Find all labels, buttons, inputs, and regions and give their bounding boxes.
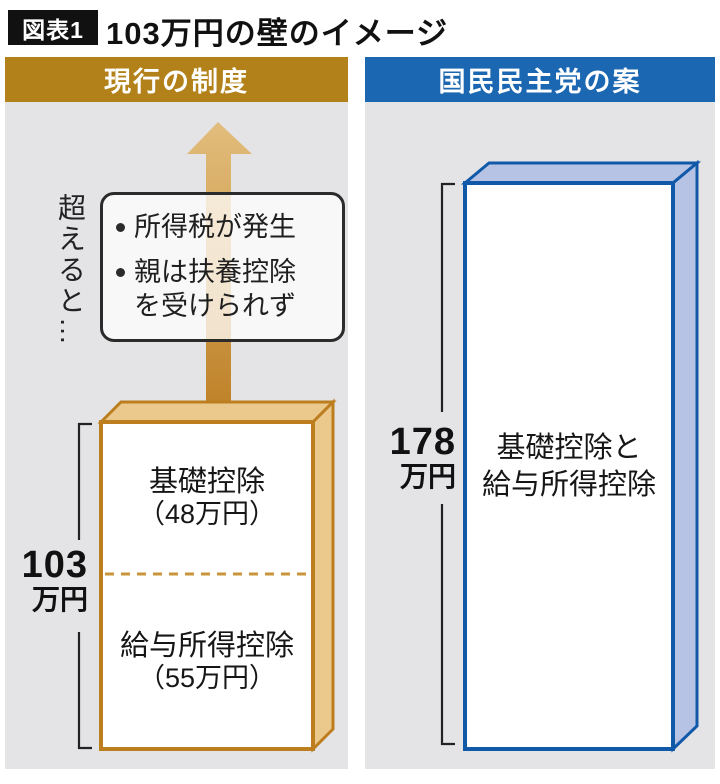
figure-title: 103万円の壁のイメージ — [106, 16, 449, 51]
segment-combined-deduction: 基礎控除と 給与所得控除 — [465, 430, 673, 504]
amount-unit: 万円 — [399, 461, 456, 492]
proposal-bar — [460, 159, 702, 753]
blue-bar-front-face — [463, 181, 675, 751]
gold-bar-top-face — [97, 400, 337, 424]
amount-label-178: 178 万円 — [368, 423, 456, 492]
exceed-consequences-callout: 所得税が発生 親は扶養控除を受けられず — [100, 192, 345, 342]
exceed-label: 超えると… — [55, 193, 86, 348]
current-system-bar — [97, 398, 337, 753]
proposal-header: 国民民主党の案 — [365, 57, 715, 102]
bracket-178 — [440, 182, 455, 746]
amount-label-103: 103 万円 — [8, 546, 88, 615]
gold-bar-front-face — [99, 420, 315, 751]
figure-badge: 図表1 — [8, 10, 98, 45]
bullet-icon — [116, 222, 125, 232]
gold-bar-side-face — [311, 398, 335, 753]
callout-item-text: 親は扶養控除を受けられず — [134, 257, 296, 321]
segment-name: 給与所得控除 — [119, 630, 294, 662]
segment-amount: （48万円） — [137, 499, 277, 530]
segment-name-line2: 給与所得控除 — [481, 469, 656, 502]
current-system-header: 現行の制度 — [5, 57, 348, 102]
segment-basic-deduction: 基礎控除 （48万円） — [101, 466, 313, 531]
amount-value: 178 — [389, 421, 456, 463]
callout-item-text: 所得税が発生 — [134, 211, 296, 242]
segment-amount: （55万円） — [137, 663, 277, 694]
blue-bar-side-face — [671, 159, 699, 753]
segment-salary-deduction: 給与所得控除 （55万円） — [101, 630, 313, 695]
blue-bar-top-face — [460, 161, 702, 185]
callout-item: 親は扶養控除を受けられず — [116, 256, 336, 323]
amount-value: 103 — [21, 544, 88, 586]
segment-name-line1: 基礎控除と — [496, 432, 642, 464]
segment-name: 基礎控除 — [148, 466, 265, 498]
bullet-icon — [116, 268, 125, 278]
amount-unit: 万円 — [31, 584, 88, 615]
bracket-103 — [77, 422, 92, 750]
callout-item: 所得税が発生 — [116, 211, 336, 244]
